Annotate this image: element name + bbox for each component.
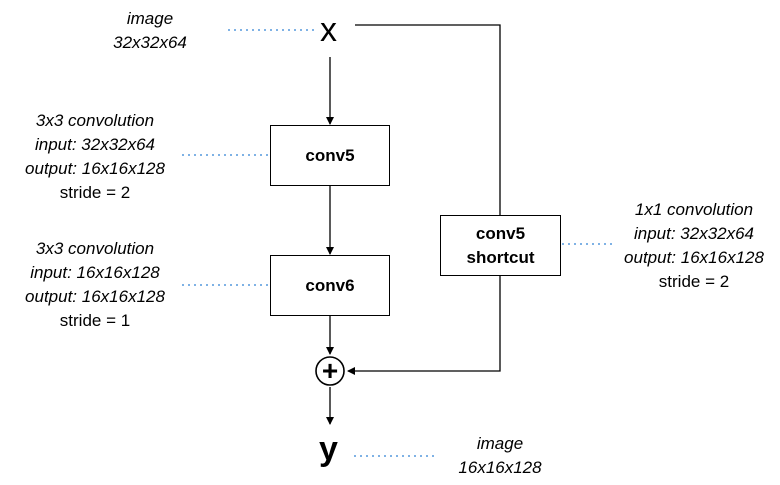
input-node-x: x [320, 11, 337, 49]
shortcut-note-line2: input: 32x32x64 [633, 224, 755, 243]
conv6-note: 3x3 convolution input: 16x16x128 output:… [0, 237, 190, 333]
conv6-label: conv6 [305, 275, 355, 295]
output-node-y: y [319, 430, 338, 468]
sum-node-symbol: + [322, 355, 338, 386]
conv5-note-line4: stride = 2 [59, 183, 131, 202]
conv6-note-line2: input: 16x16x128 [30, 263, 160, 282]
shortcut-label-line2: shortcut [466, 247, 535, 267]
line-x-to-shortcut [355, 24, 501, 216]
conv6-note-line3: output: 16x16x128 [25, 287, 165, 306]
conv6-note-line4: stride = 1 [59, 311, 131, 330]
input-image-note: image 32x32x64 [80, 7, 220, 55]
shortcut-note-line3: output: 16x16x128 [624, 248, 764, 267]
arrow-shortcut-to-sum [347, 276, 501, 375]
output-note-line1: image [476, 434, 524, 453]
conv5-shortcut-block[interactable]: conv5 shortcut [440, 215, 561, 276]
conv5-note: 3x3 convolution input: 32x32x64 output: … [0, 109, 190, 205]
input-note-line1: image [126, 9, 174, 28]
conv5-note-line2: input: 32x32x64 [34, 135, 156, 154]
output-note-line2: 16x16x128 [458, 458, 542, 477]
conv5-label: conv5 [305, 145, 355, 165]
conv5-note-line1: 3x3 convolution [35, 111, 155, 130]
sum-node-circle [315, 356, 345, 386]
conv5-note-line3: output: 16x16x128 [25, 159, 165, 178]
shortcut-label-line1: conv5 [475, 223, 526, 243]
input-note-line2: 32x32x64 [113, 33, 187, 52]
conv6-note-line1: 3x3 convolution [35, 239, 155, 258]
output-image-note: image 16x16x128 [430, 432, 570, 480]
conv5-block[interactable]: conv5 [270, 125, 390, 186]
conv6-block[interactable]: conv6 [270, 255, 390, 316]
shortcut-note-line1: 1x1 convolution [634, 200, 754, 219]
shortcut-note-line4: stride = 2 [658, 272, 730, 291]
shortcut-note: 1x1 convolution input: 32x32x64 output: … [608, 198, 780, 294]
